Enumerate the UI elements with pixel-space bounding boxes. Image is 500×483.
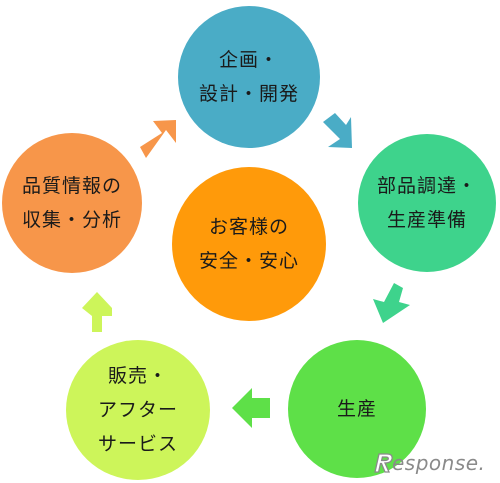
arrow-quality-to-plan	[140, 120, 176, 158]
node-plan-line-1: 企画・	[218, 49, 279, 71]
node-center-line-1: お客様の	[208, 216, 289, 238]
node-parts-line-1: 部品調達・	[376, 175, 477, 197]
node-sales-line-3: サービス	[97, 433, 178, 455]
arrow-sales-to-quality	[82, 292, 112, 332]
node-plan-design-develop: 企画・ 設計・開発	[178, 6, 320, 148]
node-sales-after-service: 販売・ アフター サービス	[66, 340, 210, 480]
response-logo: esponse.	[372, 448, 498, 478]
arrow-prod-to-sales	[232, 388, 270, 428]
node-plan-line-2: 設計・開発	[198, 83, 299, 105]
node-center-line-2: 安全・安心	[198, 250, 299, 272]
arrow-parts-to-prod	[373, 283, 410, 323]
node-quality-info-analysis: 品質情報の 収集・分析	[2, 133, 142, 273]
node-production: 生産	[288, 340, 426, 478]
arrow-plan-to-parts	[323, 113, 352, 148]
node-parts-line-2: 生産準備	[386, 209, 467, 231]
node-parts-procurement: 部品調達・ 生産準備	[358, 134, 496, 272]
response-logo-text: esponse.	[392, 451, 486, 475]
node-sales-line-2: アフター	[97, 399, 178, 421]
response-r-mark-icon	[374, 453, 393, 473]
node-prod-line-1: 生産	[336, 398, 377, 420]
node-customer-safety: お客様の 安全・安心	[172, 167, 326, 321]
node-quality-line-1: 品質情報の	[21, 175, 122, 197]
node-quality-line-2: 収集・分析	[21, 209, 122, 231]
node-sales-line-1: 販売・	[107, 365, 168, 387]
